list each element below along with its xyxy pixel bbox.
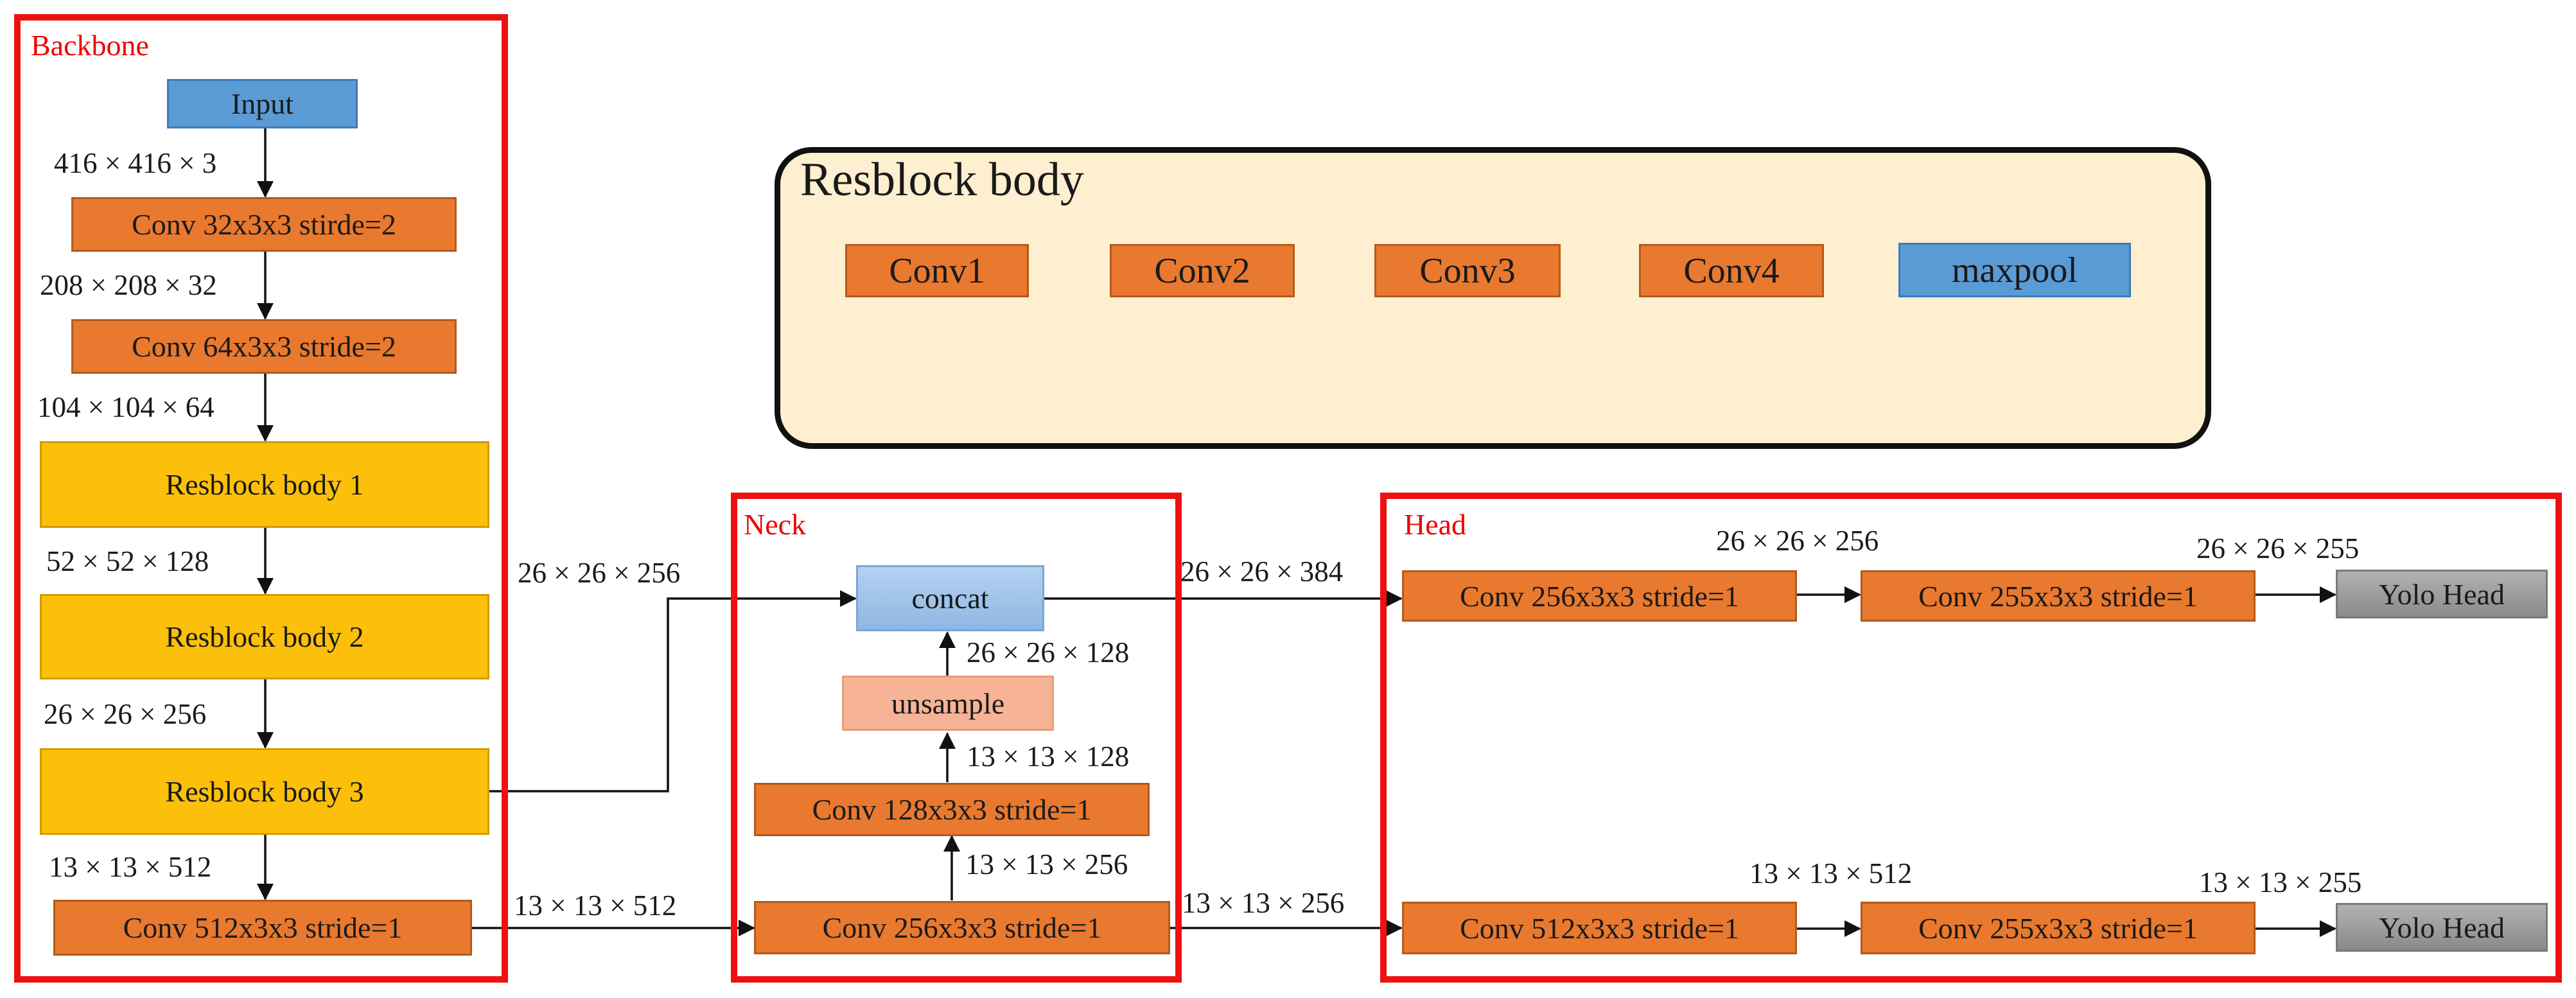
- resblock-body-3: Resblock body 3: [40, 748, 489, 835]
- dim-label-26-384: 26 × 26 × 384: [1180, 556, 1344, 588]
- dim-label-52: 52 × 52 × 128: [46, 545, 209, 577]
- backbone-frame: [14, 14, 508, 983]
- dim-label-26-255: 26 × 26 × 255: [2196, 532, 2360, 565]
- resblock-body-2: Resblock body 2: [40, 594, 489, 679]
- rb-conv4-block: Conv4: [1639, 244, 1824, 297]
- resblock-detail-panel: [775, 147, 2211, 449]
- dim-label-13-to-neck: 13 × 13 × 512: [514, 889, 677, 922]
- dim-label-13-128: 13 × 13 × 128: [967, 740, 1130, 773]
- upsample-block: unsample: [842, 676, 1054, 731]
- resblock-body-1: Resblock body 1: [40, 441, 489, 528]
- rb-maxpool-block: maxpool: [1898, 243, 2131, 297]
- backbone-conv512-block: Conv 512x3x3 stride=1: [53, 900, 472, 956]
- dim-label-13-256-neck: 13 × 13 × 256: [965, 848, 1128, 880]
- head-top-conv256-block: Conv 256x3x3 stride=1: [1402, 570, 1797, 622]
- arrow-res3-concat: [488, 590, 857, 792]
- head-bottom-conv512-block: Conv 512x3x3 stride=1: [1402, 902, 1797, 954]
- dim-label-26-256-head: 26 × 26 × 256: [1716, 525, 1879, 557]
- dim-label-104: 104 × 104 × 64: [37, 391, 215, 423]
- head-bottom-conv255-block: Conv 255x3x3 stride=1: [1861, 902, 2256, 954]
- neck-conv128-block: Conv 128x3x3 stride=1: [754, 783, 1150, 836]
- input-block: Input: [167, 79, 358, 128]
- rb-conv2-block: Conv2: [1110, 244, 1295, 297]
- rb-conv3-block: Conv3: [1374, 244, 1561, 297]
- backbone-section-label: Backbone: [31, 29, 149, 62]
- head-section-label: Head: [1404, 508, 1467, 541]
- yolo-head-bottom: Yolo Head: [2336, 903, 2548, 952]
- resblock-detail-title: Resblock body: [800, 153, 1084, 206]
- dim-label-208: 208 × 208 × 32: [40, 269, 217, 301]
- neck-conv256-block: Conv 256x3x3 stride=1: [754, 901, 1170, 954]
- head-frame: [1380, 493, 2562, 983]
- dim-label-26-backbone: 26 × 26 × 256: [44, 698, 207, 730]
- dim-label-13-255: 13 × 13 × 255: [2199, 866, 2362, 898]
- yolo-head-top: Yolo Head: [2336, 570, 2548, 618]
- dim-label-416: 416 × 416 × 3: [54, 147, 217, 179]
- dim-label-26-128: 26 × 26 × 128: [967, 636, 1130, 669]
- dim-label-26-to-neck: 26 × 26 × 256: [518, 557, 681, 589]
- backbone-conv2-block: Conv 64x3x3 stride=2: [71, 319, 457, 374]
- concat-block: concat: [856, 565, 1044, 631]
- neck-section-label: Neck: [744, 508, 807, 541]
- dim-label-13-256-out: 13 × 13 × 256: [1182, 887, 1345, 919]
- backbone-conv1-block: Conv 32x3x3 stirde=2: [71, 197, 457, 252]
- neck-frame: [731, 493, 1182, 983]
- head-top-conv255-block: Conv 255x3x3 stride=1: [1861, 570, 2256, 622]
- dim-label-13-backbone: 13 × 13 × 512: [49, 851, 212, 883]
- rb-conv1-block: Conv1: [845, 244, 1029, 297]
- dim-label-13-512-head: 13 × 13 × 512: [1749, 857, 1913, 889]
